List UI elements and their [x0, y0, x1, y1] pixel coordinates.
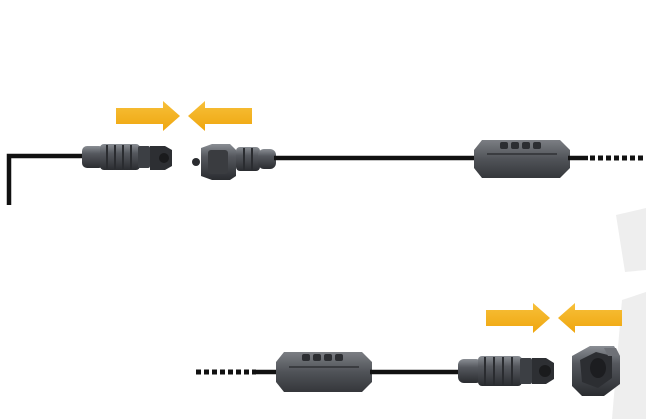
cable-end-bend — [6, 153, 84, 205]
female-connector — [192, 144, 276, 180]
arrow-right-icon — [486, 303, 550, 333]
male-connector — [82, 144, 172, 170]
arrow-left-icon — [558, 303, 622, 333]
arrow-left-icon — [188, 101, 252, 131]
junction-box-icon — [474, 140, 570, 178]
top-row — [6, 101, 646, 205]
end-cap-icon — [572, 346, 620, 396]
junction-box-icon — [276, 352, 372, 392]
bottom-row — [196, 303, 622, 396]
arrow-right-icon — [116, 101, 180, 131]
connector-icon — [458, 356, 554, 386]
